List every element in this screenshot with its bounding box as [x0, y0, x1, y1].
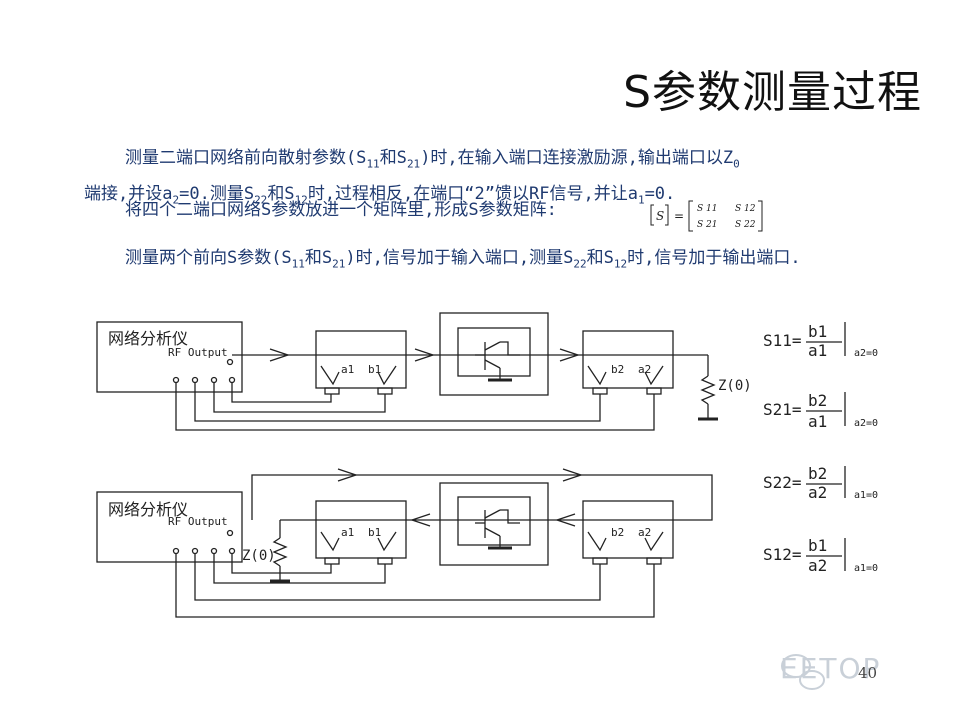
s-parameter-equations: S11= b1 a1 a2=0 S21= b2 a1 a2=0 S22= b2 … [763, 322, 878, 575]
network-analyzer-box [96, 491, 243, 563]
coupler-arrow [587, 365, 607, 386]
wechat-icon [781, 654, 825, 690]
port-label-a1: a1 [341, 526, 354, 539]
equation-lhs: S12= [763, 545, 802, 564]
equation-condition: a2=0 [854, 418, 878, 429]
rf-output-label: RF Output [168, 346, 228, 359]
rf-output-label: RF Output [168, 515, 228, 528]
equation-condition: a1=0 [854, 563, 878, 574]
coupler-arrow [377, 365, 397, 386]
port-label-a2: a2 [638, 363, 651, 376]
coupler-arrow [587, 531, 607, 552]
coupler-box-right [582, 500, 674, 559]
equation-denominator: a2 [808, 483, 827, 502]
analyzer-label: 网络分析仪 [108, 500, 188, 519]
dut-inner-box [457, 327, 531, 377]
matrix-cell: S 22 [735, 220, 756, 230]
load-label: Z(0) [242, 548, 276, 564]
dut-outer-box [439, 312, 549, 396]
forward-setup: 网络分析仪 RF Output a1 b1 b2 a2 [96, 312, 752, 431]
matrix-lhs: S [656, 209, 664, 223]
equation-denominator: a2 [808, 556, 827, 575]
signal-arrow [414, 348, 436, 362]
coupler-box-left [315, 500, 407, 559]
matrix-cell: S 21 [697, 220, 717, 230]
port-label-a1: a1 [341, 363, 354, 376]
equation-condition: a1=0 [854, 490, 878, 501]
signal-arrow [269, 348, 291, 362]
port-label-b2: b2 [611, 526, 624, 539]
dut-inner-box [457, 496, 531, 546]
equation-numerator: b1 [808, 322, 827, 341]
port-label-b2: b2 [611, 363, 624, 376]
load-label: Z(0) [718, 378, 752, 394]
signal-arrow [409, 513, 431, 527]
coupler-arrow [320, 531, 340, 552]
matrix-cell: S 11 [697, 204, 717, 214]
network-analyzer-box [96, 321, 243, 393]
port-label-b1: b1 [368, 526, 381, 539]
port-label-a2: a2 [638, 526, 651, 539]
cables [175, 382, 655, 431]
equation-denominator: a1 [808, 341, 827, 360]
signal-arrow [337, 468, 359, 482]
equation-lhs: S21= [763, 400, 802, 419]
transistor-icon [475, 341, 520, 382]
signal-arrow [554, 513, 576, 527]
signal-arrow [562, 468, 584, 482]
page-number: 40 [858, 664, 878, 682]
dut-outer-box [439, 482, 549, 566]
watermark-text: EETOP [780, 652, 882, 685]
equation-lhs: S11= [763, 331, 802, 350]
paragraph-forward-measurement: 测量二端口网络前向散射参数(S11和S21)时,在输入端口连接激励源,输出端口以… [84, 148, 740, 207]
equation-numerator: b2 [808, 464, 827, 483]
paragraph-matrix-intro: 将四个二端口网络S参数放进一个矩阵里,形成S参数矩阵: [124, 200, 557, 220]
signal-arrow [559, 348, 581, 362]
rf-output-port [226, 529, 234, 537]
equation-s11: S11= b1 a1 a2=0 [763, 322, 878, 360]
coupler-arrow [320, 365, 340, 386]
coupler-box-right [582, 330, 674, 389]
source-resistor [270, 520, 290, 583]
slide-title: S参数测量过程 [623, 67, 922, 118]
equation-lhs: S22= [763, 473, 802, 492]
svg-text:=: = [674, 209, 684, 223]
analyzer-ports [172, 547, 236, 555]
cables [175, 553, 655, 618]
reverse-setup: 网络分析仪 RF Output Z(0) a1 b1 [96, 468, 713, 618]
transistor-icon [475, 509, 520, 550]
rf-output-port [226, 358, 234, 366]
equation-numerator: b2 [808, 391, 827, 410]
paragraph-port-measurement: 测量两个前向S参数(S11和S21)时,信号加于输入端口,测量S22和S12时,… [124, 248, 801, 271]
coupler-arrow [644, 365, 664, 386]
load-resistor [698, 355, 718, 421]
matrix-cell: S 12 [735, 204, 756, 214]
equation-denominator: a1 [808, 412, 827, 431]
analyzer-ports [172, 376, 236, 384]
equation-condition: a2=0 [854, 348, 878, 359]
analyzer-label: 网络分析仪 [108, 329, 188, 348]
coupler-box-left [315, 330, 407, 389]
s-parameter-matrix: S = S 11 S 12 S 21 S 22 [650, 200, 763, 232]
equation-s21: S21= b2 a1 a2=0 [763, 391, 878, 431]
equation-s22: S22= b2 a2 a1=0 [763, 464, 878, 502]
equation-numerator: b1 [808, 536, 827, 555]
equation-s12: S12= b1 a2 a1=0 [763, 536, 878, 575]
coupler-arrow [644, 531, 664, 552]
coupler-arrow [377, 531, 397, 552]
